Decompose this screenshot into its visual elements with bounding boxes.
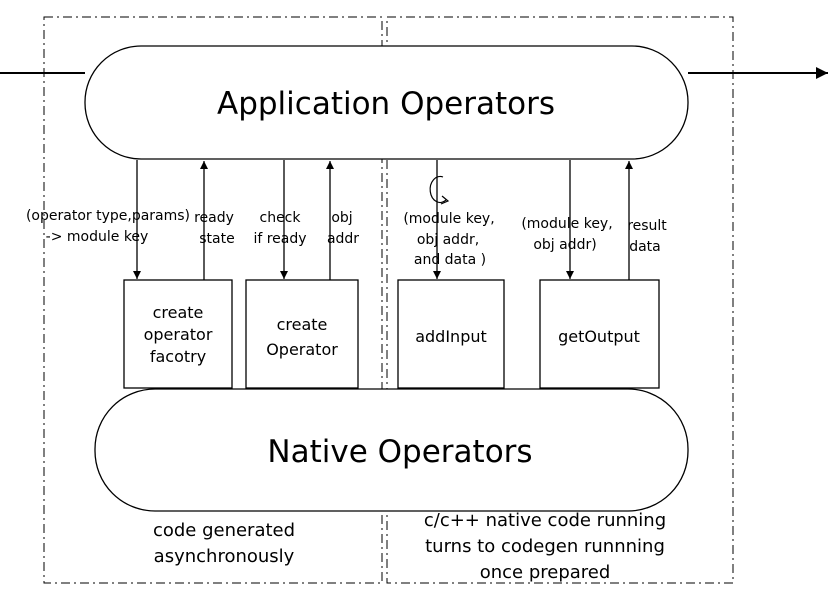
add-input-box: addInput xyxy=(397,279,505,389)
get-output-box: getOutput xyxy=(539,279,660,389)
right-caption-line-3: once prepared xyxy=(480,562,611,583)
left-region xyxy=(43,16,383,584)
add-input-args-line-1: (module key, xyxy=(403,211,494,227)
create-operator-line-2: Operator xyxy=(266,340,338,359)
right-caption-line-1: c/c++ native code running xyxy=(424,510,666,531)
create-operator-factory-box: create operator facotry xyxy=(123,279,233,389)
loop-icon xyxy=(429,175,450,205)
check-if-ready-line-2: if ready xyxy=(253,231,306,247)
add-input-label: addInput xyxy=(415,327,487,346)
create-factory-line-3: facotry xyxy=(150,347,206,366)
left-caption-line-1: code generated xyxy=(153,520,295,541)
right-caption-line-2: turns to codegen runnning xyxy=(425,536,665,557)
add-input-args-line-2: obj addr, xyxy=(417,232,479,248)
get-output-label: getOutput xyxy=(558,327,640,346)
left-caption-line-2: asynchronously xyxy=(154,546,295,567)
application-operators-label: Application Operators xyxy=(217,86,555,122)
add-input-args-line-3: and data ) xyxy=(414,252,486,268)
create-factory-line-2: operator xyxy=(144,325,213,344)
operator-type-params-line-1: (operator type,params) xyxy=(26,208,190,224)
application-operators-node: Application Operators xyxy=(84,45,689,160)
create-operator-line-1: create xyxy=(277,315,328,334)
obj-addr-line-1: obj xyxy=(331,210,352,226)
native-operators-node: Native Operators xyxy=(94,388,689,512)
get-output-args-line-2: obj addr) xyxy=(533,237,596,253)
ready-state-line-2: state xyxy=(199,231,234,247)
result-data-line-1: result xyxy=(627,218,667,234)
operator-type-params-line-2: -> module key xyxy=(46,229,149,245)
result-data-line-2: data xyxy=(629,239,661,255)
create-operator-box: create Operator xyxy=(245,279,359,389)
get-output-args-line-1: (module key, xyxy=(521,216,612,232)
ready-state-line-1: ready xyxy=(194,210,234,226)
create-factory-line-1: create xyxy=(153,303,204,322)
native-operators-label: Native Operators xyxy=(267,434,532,470)
check-if-ready-line-1: check xyxy=(260,210,302,226)
obj-addr-line-2: addr xyxy=(327,231,359,247)
right-region xyxy=(386,16,734,584)
